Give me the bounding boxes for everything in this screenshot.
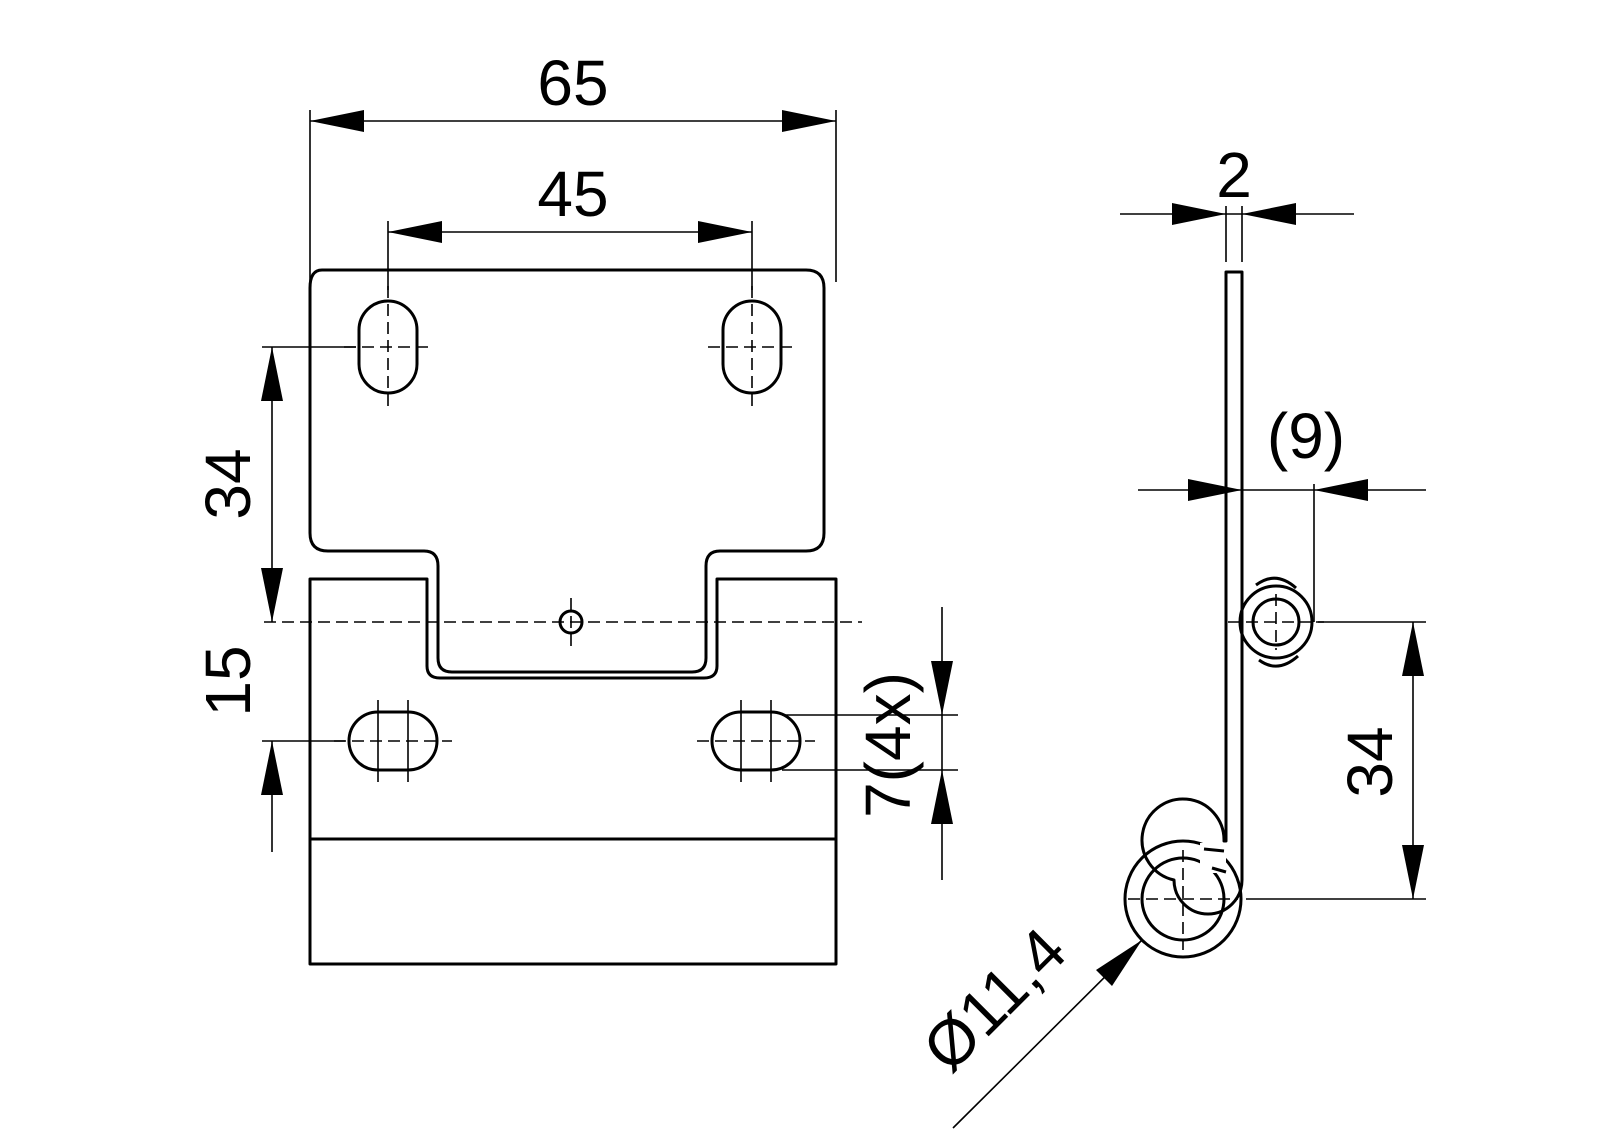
dim-label-34-left: 34	[192, 448, 264, 519]
arrow-9-left	[1188, 479, 1242, 501]
curl-outer	[1123, 839, 1243, 959]
arrow-2-right	[1242, 203, 1296, 225]
upper-leaf-outline	[308, 268, 826, 674]
dim-label-45: 45	[537, 158, 608, 230]
dim-label-9: (9)	[1267, 400, 1345, 472]
pin-knuckle-cap	[1255, 576, 1300, 668]
arrow-65-right	[782, 110, 836, 132]
arrow-45-left	[388, 221, 442, 243]
dim-label-diameter: Ø11,4	[909, 914, 1080, 1085]
arrow-34-left-top	[261, 347, 283, 401]
curl-gap-edges	[1203, 847, 1227, 874]
arrow-65-left	[310, 110, 364, 132]
arrow-15-bottom	[261, 741, 283, 795]
arrow-34-left-bottom	[261, 568, 283, 622]
lower-leaf-outline	[308, 577, 838, 966]
arrow-34-right-bottom	[1402, 845, 1424, 899]
arrow-7-bottom	[931, 770, 953, 824]
lower-right-slot	[710, 710, 802, 772]
front-view	[264, 268, 862, 966]
arrow-45-right	[698, 221, 752, 243]
dim-label-65: 65	[537, 47, 608, 119]
arrow-2-left	[1172, 203, 1226, 225]
side-plate-outline	[1140, 270, 1244, 916]
side-view	[1123, 270, 1324, 959]
arrow-34-right-top	[1402, 622, 1424, 676]
arrow-diameter	[1096, 940, 1142, 986]
lower-left-slot	[347, 710, 439, 772]
front-dimensions: 65 45 34 15 7(4x)	[192, 47, 958, 880]
dim-label-2: 2	[1216, 139, 1252, 211]
arrow-9-right	[1314, 479, 1368, 501]
dim-label-34-right: 34	[1334, 726, 1406, 797]
dim-label-7-4x: 7(4x)	[852, 672, 924, 818]
side-dimensions: 2 (9) 34 Ø11,4	[909, 139, 1426, 1129]
dim-label-15: 15	[192, 645, 264, 716]
arrow-7-top	[931, 661, 953, 715]
